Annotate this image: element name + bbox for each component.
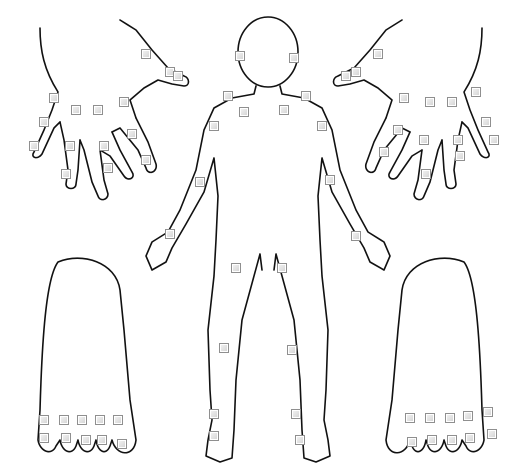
joint-checkbox-rf-mtp5[interactable] <box>405 413 415 423</box>
joint-checkbox-rf-mtp4[interactable] <box>425 413 435 423</box>
joint-checkbox-lf-mtp2[interactable] <box>59 415 69 425</box>
right-foot-outline <box>386 258 484 453</box>
joint-checkbox-lh-wrist[interactable] <box>141 49 151 59</box>
joint-checkbox-lf-pip4[interactable] <box>97 435 107 445</box>
joint-checkbox-rh-index-mcp[interactable] <box>399 93 409 103</box>
joint-checkbox-rh-middle-dip[interactable] <box>421 169 431 179</box>
joint-checkbox-rf-pip5[interactable] <box>407 437 417 447</box>
joint-checkbox-shoulder-left[interactable] <box>209 121 219 131</box>
joint-checkbox-lh-index-mcp[interactable] <box>119 97 129 107</box>
joint-checkbox-lf-mtp5[interactable] <box>113 415 123 425</box>
joint-checkbox-lf-mtp3[interactable] <box>77 415 87 425</box>
joint-checkbox-lf-pip5[interactable] <box>117 439 127 449</box>
joint-checkbox-rh-little-mcp[interactable] <box>471 87 481 97</box>
joint-checkbox-lf-ip1[interactable] <box>39 433 49 443</box>
joint-checkbox-rf-mtp1[interactable] <box>483 407 493 417</box>
joint-checkbox-ankle-left[interactable] <box>209 409 219 419</box>
joint-checkbox-elbow-right[interactable] <box>325 175 335 185</box>
joint-checkbox-sternoclavicular-left[interactable] <box>223 91 233 101</box>
joint-checkbox-lh-ring-pip[interactable] <box>65 141 75 151</box>
joint-checkbox-lh-ring-dip[interactable] <box>61 169 71 179</box>
joint-checkbox-rh-index-dip[interactable] <box>379 147 389 157</box>
joint-checkbox-lh-middle-mcp[interactable] <box>93 105 103 115</box>
joint-checkbox-rf-pip2[interactable] <box>465 433 475 443</box>
joint-checkbox-lf-pip3[interactable] <box>81 435 91 445</box>
joint-checkbox-foot-right[interactable] <box>295 435 305 445</box>
joint-checkbox-rh-middle-pip[interactable] <box>419 135 429 145</box>
joint-checkbox-rf-pip4[interactable] <box>427 435 437 445</box>
joint-checkbox-rf-mtp3[interactable] <box>445 413 455 423</box>
joint-checkbox-sternoclavicular-right[interactable] <box>301 91 311 101</box>
joint-checkbox-rh-ring-dip[interactable] <box>455 151 465 161</box>
joint-checkbox-lh-little-dip[interactable] <box>29 141 39 151</box>
joint-checkbox-acromioclavicular-right[interactable] <box>279 105 289 115</box>
joint-checkbox-rh-thumb-ip[interactable] <box>341 71 351 81</box>
joint-checkbox-rf-mtp2[interactable] <box>463 411 473 421</box>
joint-checkbox-lh-little-pip[interactable] <box>39 117 49 127</box>
joint-checkbox-lh-index-dip[interactable] <box>141 155 151 165</box>
joint-checkbox-rf-ip1[interactable] <box>487 429 497 439</box>
joint-checkbox-wrist-right[interactable] <box>351 231 361 241</box>
joint-checkbox-rh-middle-mcp[interactable] <box>425 97 435 107</box>
joint-checkbox-rh-little-dip[interactable] <box>489 135 499 145</box>
joint-checkbox-rh-wrist[interactable] <box>373 49 383 59</box>
joint-checkbox-tmj-left[interactable] <box>235 51 245 61</box>
joint-checkbox-rh-index-pip[interactable] <box>393 125 403 135</box>
joint-checkbox-foot-left[interactable] <box>209 431 219 441</box>
joint-checkbox-knee-left[interactable] <box>219 343 229 353</box>
joint-checkbox-lf-mtp1[interactable] <box>39 415 49 425</box>
joint-checkbox-hip-right[interactable] <box>277 263 287 273</box>
joint-checkbox-wrist-left[interactable] <box>165 229 175 239</box>
joint-checkbox-rh-thumb-cmc[interactable] <box>351 67 361 77</box>
joint-checkbox-lh-index-pip[interactable] <box>127 129 137 139</box>
joint-checkbox-rh-ring-pip[interactable] <box>453 135 463 145</box>
joint-checkbox-lh-little-mcp[interactable] <box>49 93 59 103</box>
joint-checkbox-rf-pip3[interactable] <box>447 435 457 445</box>
joint-checkbox-acromioclavicular-left[interactable] <box>239 107 249 117</box>
joint-checkbox-knee-right[interactable] <box>287 345 297 355</box>
joint-checkbox-lh-middle-pip[interactable] <box>99 141 109 151</box>
right-hand-outline <box>334 20 490 200</box>
joint-checkbox-lf-pip2[interactable] <box>61 433 71 443</box>
joint-checkbox-hip-left[interactable] <box>231 263 241 273</box>
joint-checkbox-lh-thumb-ip[interactable] <box>173 71 183 81</box>
joint-checkbox-ankle-right[interactable] <box>291 409 301 419</box>
joint-checkbox-tmj-right[interactable] <box>289 53 299 63</box>
joint-checkbox-lf-mtp4[interactable] <box>95 415 105 425</box>
joint-checkbox-rh-little-pip[interactable] <box>481 117 491 127</box>
joint-checkbox-elbow-left[interactable] <box>195 177 205 187</box>
joint-checkbox-lh-ring-mcp[interactable] <box>71 105 81 115</box>
joint-checkbox-lh-middle-dip[interactable] <box>103 163 113 173</box>
joint-checkbox-shoulder-right[interactable] <box>317 121 327 131</box>
joint-checkbox-rh-ring-mcp[interactable] <box>447 97 457 107</box>
